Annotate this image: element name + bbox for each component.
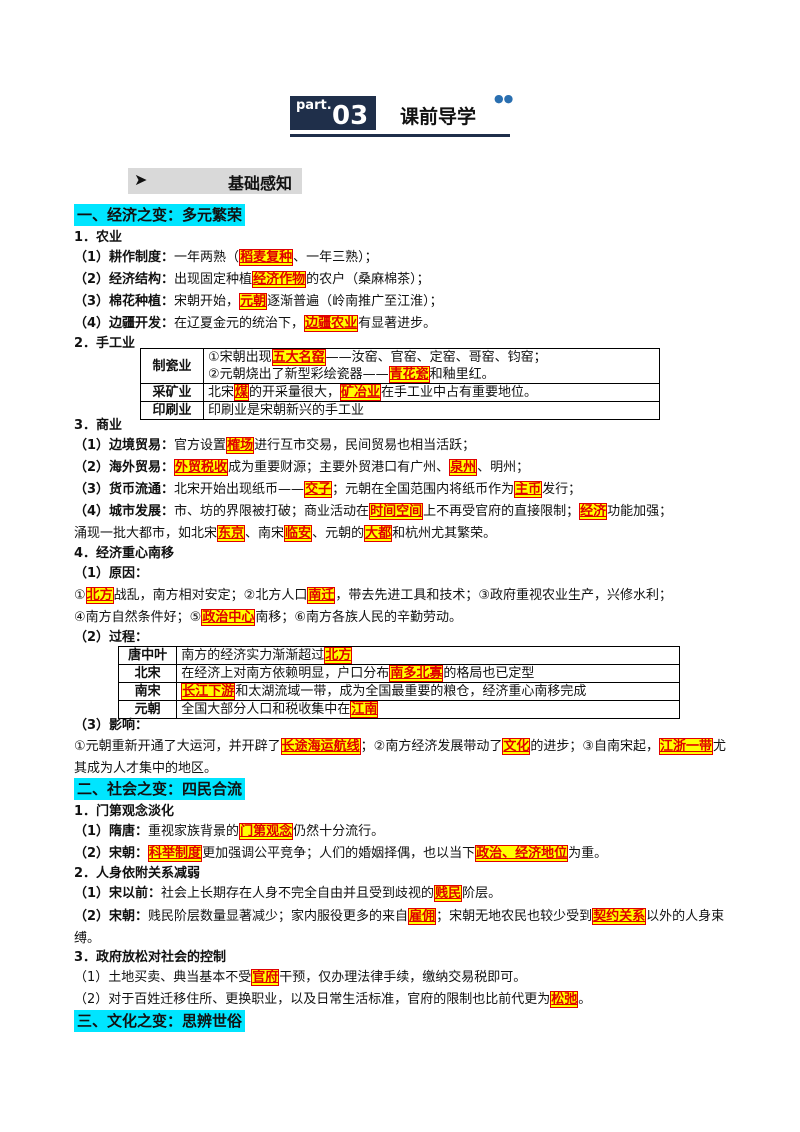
- section-3-title: 三、文化之变：思辨世俗: [74, 1010, 246, 1032]
- table-row: 北宋在经济上对南方依赖明显，户口分布南多北寡的格局也已定型: [117, 664, 680, 683]
- shift-process-label: （2）过程：: [74, 630, 149, 645]
- s2-g1-line-2: （2）宋朝：科举制度更加强调公平竞争；人们的婚姻择偶，也以当下政治、经济地位为重…: [74, 845, 608, 862]
- part-label: part.: [296, 98, 332, 113]
- craft-row-head: 制瓷业: [140, 348, 204, 384]
- table-row: 制瓷业 ①宋朝出现五大名窑——汝窑、官窑、定窑、哥窑、钧窑； ②元朝烧出了新型彩…: [140, 348, 661, 384]
- comm-line-5: 涌现一批大都市，如北宋东京、南宋临安、元朝的大都和杭州尤其繁荣。: [74, 525, 497, 542]
- s2-g2-line-2: （2）宋朝：贱民阶层数量显著减少；家内服役更多的来自雇佣；宋朝无地农民也较少受到…: [74, 908, 725, 946]
- table-row: 南宋长江下游和太湖流域一带，成为全国最重要的粮仓，经济重心南移完成: [117, 682, 680, 701]
- comm-line-4: （4）城市发展：市、坊的界限被打破；商业活动在时间空间上不再受官府的直接限制；经…: [74, 503, 673, 520]
- process-row-head: 唐中叶: [117, 646, 178, 665]
- craft-row-head: 印刷业: [140, 401, 204, 420]
- agri-line-3: （3）棉花种植：宋朝开始，元朝逐渐普遍（岭南推广至江淮）；: [74, 293, 443, 310]
- section-1-title: 一、经济之变：多元繁荣: [74, 204, 246, 226]
- s2-g3-line-1: （1）土地买卖、典当基本不受官府干预，仅办理法律手续，缴纳交易税即可。: [74, 969, 527, 986]
- chapter-header: part. 03 课前导学 ●●: [290, 92, 514, 138]
- s2-g2-line-1: （1）宋以前：社会上长期存在人身不完全自由并且受到歧视的贱民阶层。: [74, 885, 502, 902]
- chapter-title: 课前导学: [400, 106, 477, 128]
- header-underline: [290, 134, 510, 137]
- process-row-head: 北宋: [117, 664, 178, 683]
- s2-g3-line-2: （2）对于百姓迁移住所、更换职业，以及日常生活标准，官府的限制也比前代更为松弛。: [74, 991, 592, 1008]
- process-row-cell: 南方的经济实力渐渐超过北方: [176, 646, 680, 665]
- process-row-cell: 长江下游和太湖流域一带，成为全国最重要的粮仓，经济重心南移完成: [176, 682, 680, 701]
- part-number: 03: [332, 101, 369, 131]
- s2-g1-line-1: （1）隋唐：重视家族背景的门第观念仍然十分流行。: [74, 823, 385, 840]
- s2-g3-title: 3．政府放松对社会的控制: [74, 950, 227, 965]
- table-row: 采矿业 北宋煤的开采量很大，矿冶业在手工业中占有重要地位。: [140, 383, 661, 402]
- process-row-cell: 在经济上对南方依赖明显，户口分布南多北寡的格局也已定型: [176, 664, 680, 683]
- table-row: 唐中叶南方的经济实力渐渐超过北方: [117, 646, 680, 665]
- arrow-icon: ➤: [134, 170, 148, 189]
- agri-line-1: （1）耕作制度：一年两熟（稻麦复种、一年三熟）；: [74, 249, 378, 266]
- craft-table: 制瓷业 ①宋朝出现五大名窑——汝窑、官窑、定窑、哥窑、钧窑； ②元朝烧出了新型彩…: [140, 348, 661, 420]
- process-row-cell: 全国大部分人口和税收集中在江南: [176, 700, 680, 719]
- s2-g2-title: 2．人身依附关系减弱: [74, 866, 201, 881]
- shift-reason-1: ①北方战乱，南方相对安定；②北方人口南迁，带去先进工具和技术；③政府重视农业生产…: [74, 587, 672, 604]
- shift-impact-label: （3）影响：: [74, 718, 149, 733]
- agri-line-4: （4）边疆开发：在辽夏金元的统治下，边疆农业有显著进步。: [74, 315, 437, 332]
- craft-title: 2．手工业: [74, 336, 136, 351]
- decoration-dots-icon: ●●: [494, 92, 514, 105]
- process-table: 唐中叶南方的经济实力渐渐超过北方 北宋在经济上对南方依赖明显，户口分布南多北寡的…: [117, 646, 680, 719]
- comm-title: 3．商业: [74, 418, 123, 433]
- shift-reason-label: （1）原因：: [74, 566, 149, 581]
- agri-title: 1．农业: [74, 230, 123, 245]
- craft-row-head: 采矿业: [140, 383, 204, 402]
- table-row: 元朝全国大部分人口和税收集中在江南: [117, 700, 680, 719]
- basic-title: 基础感知: [228, 174, 293, 193]
- comm-line-1: （1）边境贸易：官方设置榷场进行互市交易，民间贸易也相当活跃；: [74, 437, 476, 454]
- section-2-title: 二、社会之变：四民合流: [74, 778, 246, 800]
- section-basic: ➤ 基础感知: [128, 168, 302, 194]
- comm-line-2: （2）海外贸易：外贸税收成为重要财源；主要外贸港口有广州、泉州、明州；: [74, 459, 530, 476]
- process-row-head: 元朝: [117, 700, 178, 719]
- s2-g1-title: 1．门第观念淡化: [74, 804, 175, 819]
- process-row-head: 南宋: [117, 682, 178, 701]
- agri-line-2: （2）经济结构：出现固定种植经济作物的农户（桑麻棉茶）；: [74, 271, 430, 288]
- craft-row-cell: ①宋朝出现五大名窑——汝窑、官窑、定窑、哥窑、钧窑； ②元朝烧出了新型彩绘瓷器—…: [202, 348, 661, 384]
- shift-impact-text: ①元朝重新开通了大运河，并开辟了长途海运航线；②南方经济发展带动了文化的进步；③…: [74, 738, 727, 776]
- shift-title: 4．经济重心南移: [74, 546, 175, 561]
- craft-row-cell: 印刷业是宋朝新兴的手工业: [202, 401, 661, 420]
- table-row: 印刷业 印刷业是宋朝新兴的手工业: [140, 401, 661, 420]
- shift-reason-2: ④南方自然条件好；⑤政治中心南移；⑥南方各族人民的辛勤劳动。: [74, 609, 462, 626]
- part-tab: part. 03: [290, 96, 376, 130]
- craft-row-cell: 北宋煤的开采量很大，矿冶业在手工业中占有重要地位。: [202, 383, 661, 402]
- comm-line-3: （3）货币流通：北宋开始出现纸币——交子；元朝在全国范围内将纸币作为主币发行；: [74, 481, 582, 498]
